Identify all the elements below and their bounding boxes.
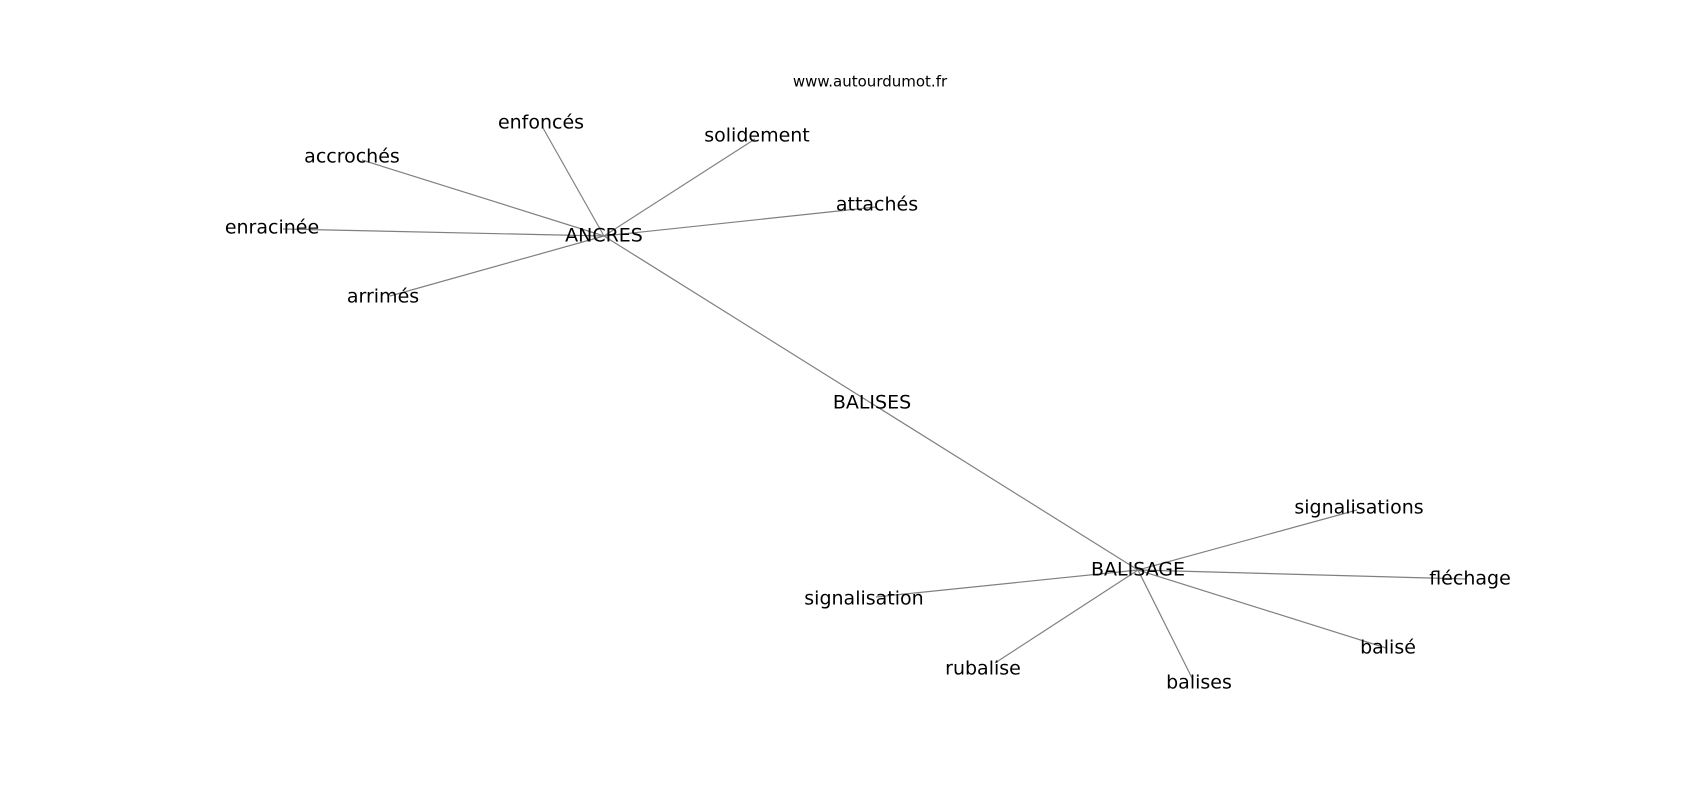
node-label-balise: balisé	[1360, 637, 1416, 659]
edge-balisage-flechage	[1137, 569, 1467, 580]
node-label-enracinee: enracinée	[225, 217, 319, 239]
node-label-arrimes: arrimés	[347, 286, 419, 308]
edge-ancres-attaches	[603, 206, 877, 237]
edge-ancres-enracinee	[282, 228, 605, 237]
graph-nodes: BALISES ANCRES BALISAGE enfoncés solidement a…	[225, 112, 1511, 694]
edge-balisage-rubalise	[994, 569, 1139, 664]
node-label-balises_center: BALISES	[833, 392, 911, 414]
edge-balisage-balise	[1137, 569, 1387, 649]
node-label-accroches: accrochés	[304, 146, 400, 168]
node-label-signalisation: signalisation	[804, 588, 923, 610]
node-label-balisage: BALISAGE	[1091, 559, 1185, 581]
edge-ancres-balisage	[603, 235, 1139, 571]
node-label-balises: balises	[1166, 672, 1232, 694]
node-label-solidement: solidement	[704, 125, 810, 147]
watermark-text: www.autourdumot.fr	[793, 73, 948, 91]
node-label-attaches: attachés	[836, 194, 918, 216]
edge-ancres-arrimes	[389, 235, 605, 297]
edge-balisage-signalisation	[875, 569, 1139, 598]
edge-ancres-solidement	[603, 138, 756, 237]
node-label-enfonces: enfoncés	[498, 112, 584, 134]
node-label-rubalise: rubalise	[945, 658, 1021, 680]
graph-edges	[282, 127, 1467, 681]
node-label-flechage: fléchage	[1429, 568, 1511, 590]
edge-ancres-accroches	[361, 159, 605, 237]
edge-balisage-balises	[1137, 569, 1194, 681]
node-label-ancres: ANCRES	[565, 225, 643, 247]
edge-balisage-signalisations	[1137, 509, 1358, 571]
edge-ancres-enfonces	[542, 127, 605, 237]
node-label-signalisations: signalisations	[1294, 497, 1423, 519]
